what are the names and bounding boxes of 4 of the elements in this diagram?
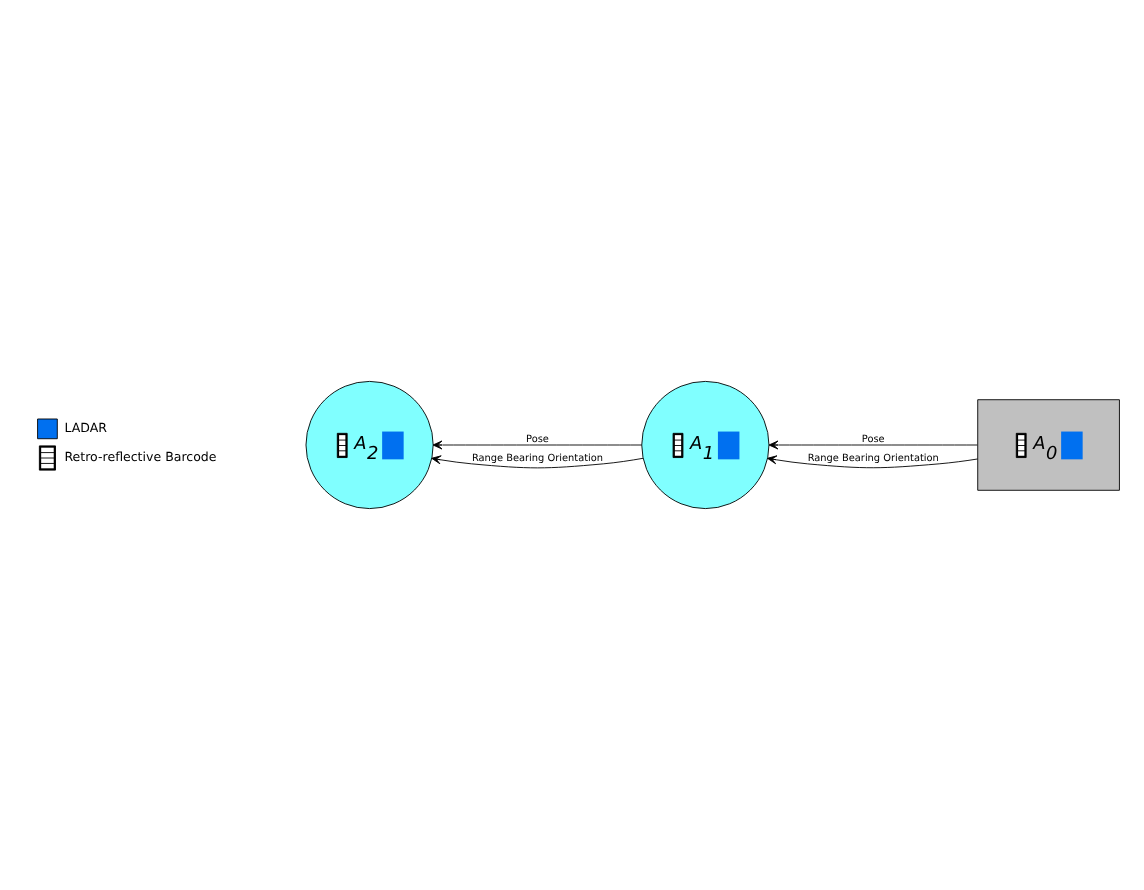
arrow xyxy=(768,440,978,450)
arrow xyxy=(431,455,644,469)
arrow xyxy=(767,455,979,469)
arrow xyxy=(432,440,643,450)
